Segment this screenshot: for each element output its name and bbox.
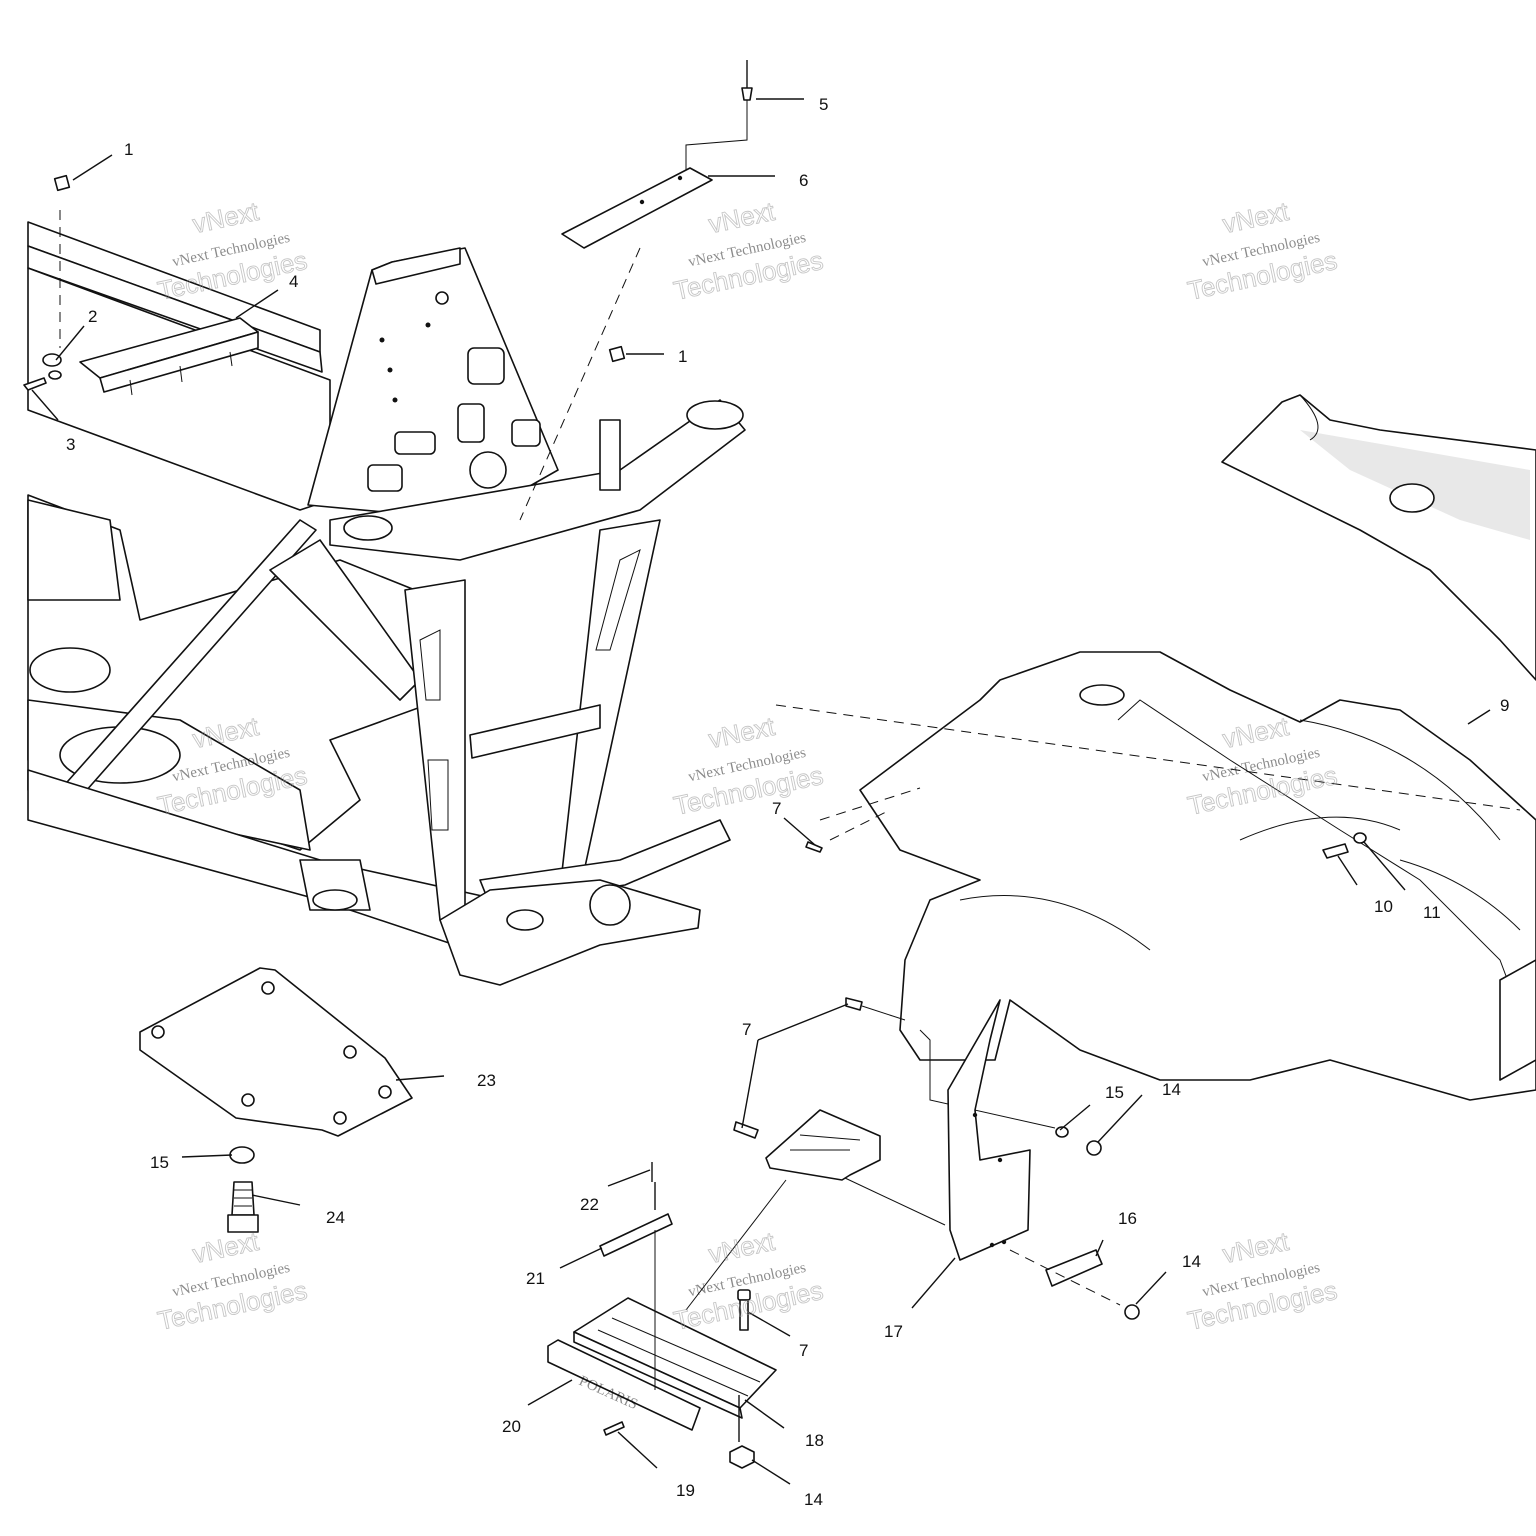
screw-part-7c xyxy=(733,1121,759,1139)
callout-20: 20 xyxy=(502,1417,521,1436)
callout-24: 24 xyxy=(326,1208,345,1227)
footrest-bracket xyxy=(765,1109,881,1181)
callout-11: 11 xyxy=(1423,903,1441,922)
leader-lines xyxy=(31,98,1491,1485)
callout-18: 18 xyxy=(805,1431,824,1450)
strip-part-21 xyxy=(599,1213,673,1257)
frame-assembly xyxy=(27,221,746,986)
callout-3: 3 xyxy=(66,435,75,454)
screw-part-7b xyxy=(845,997,863,1011)
washer-part-2 xyxy=(42,353,62,367)
clip-part-1a xyxy=(53,174,71,192)
watermark-top: vNext xyxy=(706,196,778,239)
callout-2: 2 xyxy=(88,307,97,326)
nut-part-14a xyxy=(1086,1140,1102,1156)
callout-9: 9 xyxy=(1500,696,1509,715)
mud-flap-part-17 xyxy=(947,999,1031,1261)
callout-21: 21 xyxy=(526,1269,545,1288)
callout-22: 22 xyxy=(580,1195,599,1214)
nut-part-14c xyxy=(729,1445,755,1469)
watermark-top: vNext xyxy=(190,196,262,239)
watermark-top: vNext xyxy=(706,1226,778,1269)
front-fender-assembly xyxy=(775,394,1536,1101)
nut-part-14b xyxy=(1124,1304,1140,1320)
screw-part-19 xyxy=(603,1421,625,1436)
skid-plate-part-23 xyxy=(139,967,413,1137)
callout-5: 5 xyxy=(819,95,828,114)
callout-1: 1 xyxy=(124,140,133,159)
callout-17: 17 xyxy=(884,1322,903,1341)
callout-7: 7 xyxy=(742,1020,751,1039)
bolt-part-10 xyxy=(1322,843,1349,859)
callout-14: 14 xyxy=(1162,1080,1181,1099)
rivet-part-5 xyxy=(741,87,753,101)
callout-16: 16 xyxy=(1118,1209,1137,1228)
watermark-top: vNext xyxy=(706,711,778,754)
callout-6: 6 xyxy=(799,171,808,190)
callout-7: 7 xyxy=(799,1341,808,1360)
clip-part-1b xyxy=(608,345,626,363)
watermark-top: vNext xyxy=(190,1226,262,1269)
washer-part-15b xyxy=(1055,1126,1069,1138)
callout-14: 14 xyxy=(804,1490,823,1509)
screw-part-7a xyxy=(805,841,823,853)
callout-10: 10 xyxy=(1374,897,1393,916)
screw-part-3 xyxy=(23,377,47,391)
callout-1: 1 xyxy=(678,347,687,366)
watermark-top: vNext xyxy=(1220,196,1292,239)
washer-part-15a xyxy=(229,1146,255,1164)
callout-4: 4 xyxy=(289,272,298,291)
washer-part-11 xyxy=(1353,832,1367,844)
callout-7: 7 xyxy=(772,799,781,818)
callout-23: 23 xyxy=(477,1071,496,1090)
watermark-top: vNext xyxy=(1220,1226,1292,1269)
plate-part-6 xyxy=(561,167,713,249)
footrest-assembly: POLARIS xyxy=(547,1289,777,1469)
callout-labels: 1 1 2 3 4 5 6 7 7 7 9 10 11 14 14 14 15 … xyxy=(66,95,1509,1509)
callout-14: 14 xyxy=(1182,1252,1201,1271)
callout-15: 15 xyxy=(150,1153,169,1172)
callout-15: 15 xyxy=(1105,1083,1124,1102)
callout-19: 19 xyxy=(676,1481,695,1500)
bracket-part-16 xyxy=(1045,1249,1103,1287)
